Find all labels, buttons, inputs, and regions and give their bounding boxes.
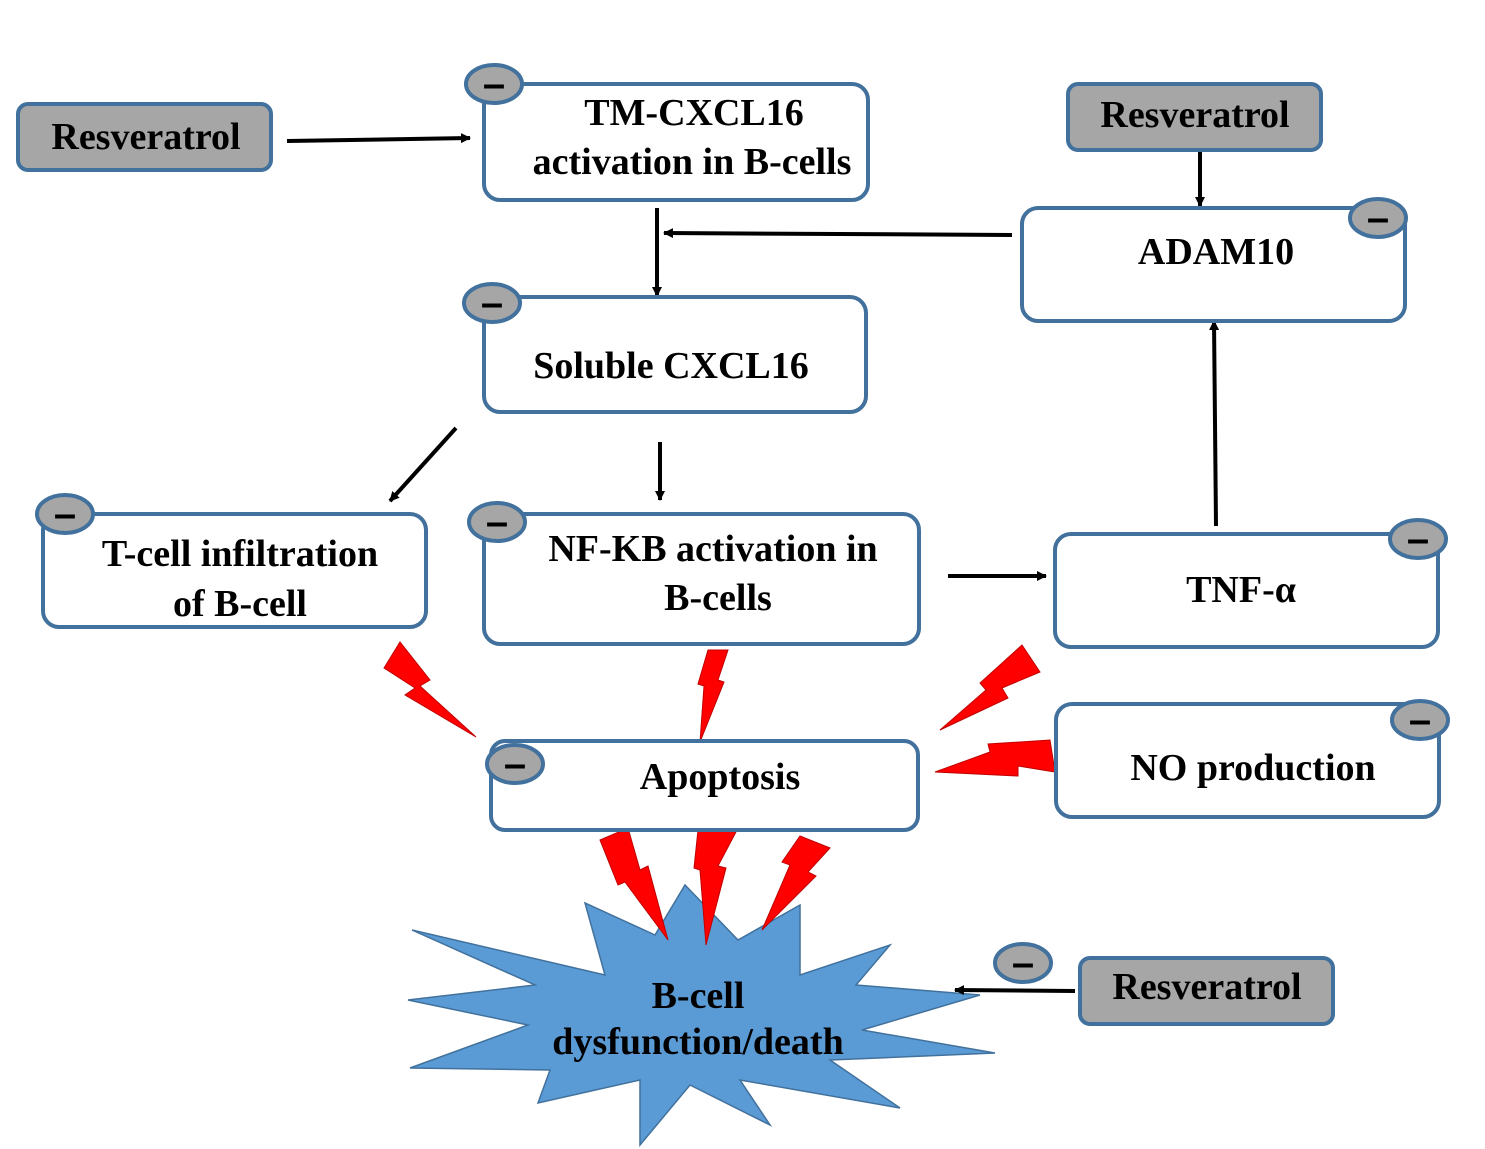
apoptosis-box: Apoptosis: [489, 739, 920, 832]
inhibition-minus-icon: –: [993, 941, 1053, 985]
lightning-bolt-icon: [697, 649, 729, 743]
apoptosis-label: Apoptosis: [640, 756, 801, 798]
no-production-box: NO production: [1054, 702, 1441, 819]
bolts: [383, 641, 1056, 946]
minus-label: –: [486, 500, 508, 544]
lightning-bolt-icon: [761, 835, 831, 931]
bcell-death-line1: B-cell: [652, 975, 745, 1017]
arrow-icon: [954, 985, 1076, 996]
inhibition-minus-icon: –: [1388, 517, 1448, 561]
tnf-box: TNF-α: [1053, 532, 1440, 649]
minus-label: –: [481, 281, 503, 325]
no-production-label: NO production: [1130, 747, 1375, 789]
arrow-icon: [663, 228, 1013, 239]
inhibition-minus-icon: –: [1348, 196, 1408, 240]
minus-label: –: [504, 742, 526, 786]
inhibition-minus-icon: –: [485, 742, 545, 786]
arrow-icon: [1209, 320, 1220, 527]
nfkb-line1: NF-KB activation in: [548, 528, 877, 570]
tm-cxcl16-box: TM-CXCL16 activation in B-cells: [482, 82, 870, 202]
inhibition-minus-icon: –: [35, 492, 95, 536]
resveratrol-bottom-right-box: Resveratrol: [1078, 956, 1335, 1026]
tm-cxcl16-line2: activation in B-cells: [533, 141, 852, 183]
soluble-cxcl16-label: Soluble CXCL16: [533, 345, 809, 387]
nfkb-line2: B-cells: [664, 577, 772, 619]
adam10-label: ADAM10: [1138, 231, 1294, 273]
lightning-bolt-icon: [383, 641, 477, 738]
lightning-bolt-icon: [934, 739, 1056, 777]
tcell-line2: of B-cell: [173, 583, 307, 625]
inhibition-minus-icon: –: [464, 62, 524, 106]
resveratrol-left-label: Resveratrol: [51, 116, 240, 158]
bcell-death-burst: B-cell dysfunction/death: [407, 883, 996, 1148]
resveratrol-top-right-box: Resveratrol: [1066, 82, 1323, 152]
tm-cxcl16-line1: TM-CXCL16: [584, 92, 804, 134]
minus-label: –: [54, 492, 76, 536]
minus-label: –: [1012, 941, 1034, 985]
tnf-label: TNF-α: [1186, 569, 1296, 611]
lightning-bolt-icon: [599, 827, 669, 941]
arrow-icon: [388, 426, 458, 503]
inhibition-minus-icon: –: [1390, 698, 1450, 742]
inhibition-minus-icon: –: [467, 500, 527, 544]
starburst-icon: [407, 883, 996, 1148]
nfkb-box: NF-KB activation in B-cells: [482, 512, 921, 646]
inhibition-badges: – – – – – – – –: [35, 62, 1450, 985]
tcell-line1: T-cell infiltration: [102, 533, 378, 575]
minus-label: –: [1409, 698, 1431, 742]
resveratrol-bottom-right-label: Resveratrol: [1112, 966, 1301, 1008]
minus-label: –: [483, 62, 505, 106]
soluble-cxcl16-box: Soluble CXCL16: [482, 295, 868, 414]
arrow-icon: [286, 133, 471, 144]
tcell-infiltration-box: T-cell infiltration of B-cell: [41, 512, 428, 629]
lightning-bolt-icon: [693, 829, 737, 946]
lightning-bolt-icon: [939, 644, 1041, 731]
adam10-box: ADAM10: [1020, 206, 1407, 323]
arrows: [286, 133, 1220, 996]
inhibition-minus-icon: –: [462, 281, 522, 325]
resveratrol-left-box: Resveratrol: [16, 102, 273, 172]
minus-label: –: [1367, 196, 1389, 240]
resveratrol-top-right-label: Resveratrol: [1100, 94, 1289, 136]
bcell-death-line2: dysfunction/death: [552, 1021, 843, 1063]
minus-label: –: [1407, 517, 1429, 561]
